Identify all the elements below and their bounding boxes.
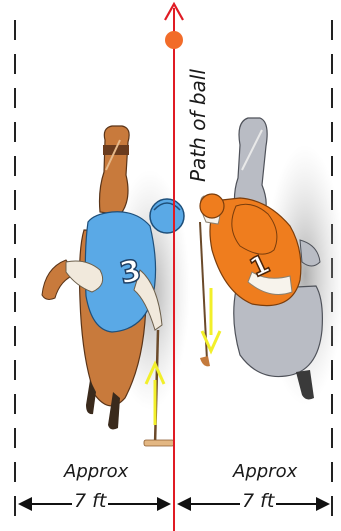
polo-ball	[165, 31, 183, 49]
left-distance-label: 7 ft	[72, 490, 108, 512]
right-distance-label: 7 ft	[240, 490, 276, 512]
left-approx-label: Approx	[64, 461, 128, 482]
right-approx-label: Approx	[233, 461, 297, 482]
path-of-ball-label: Path of ball	[186, 69, 210, 182]
